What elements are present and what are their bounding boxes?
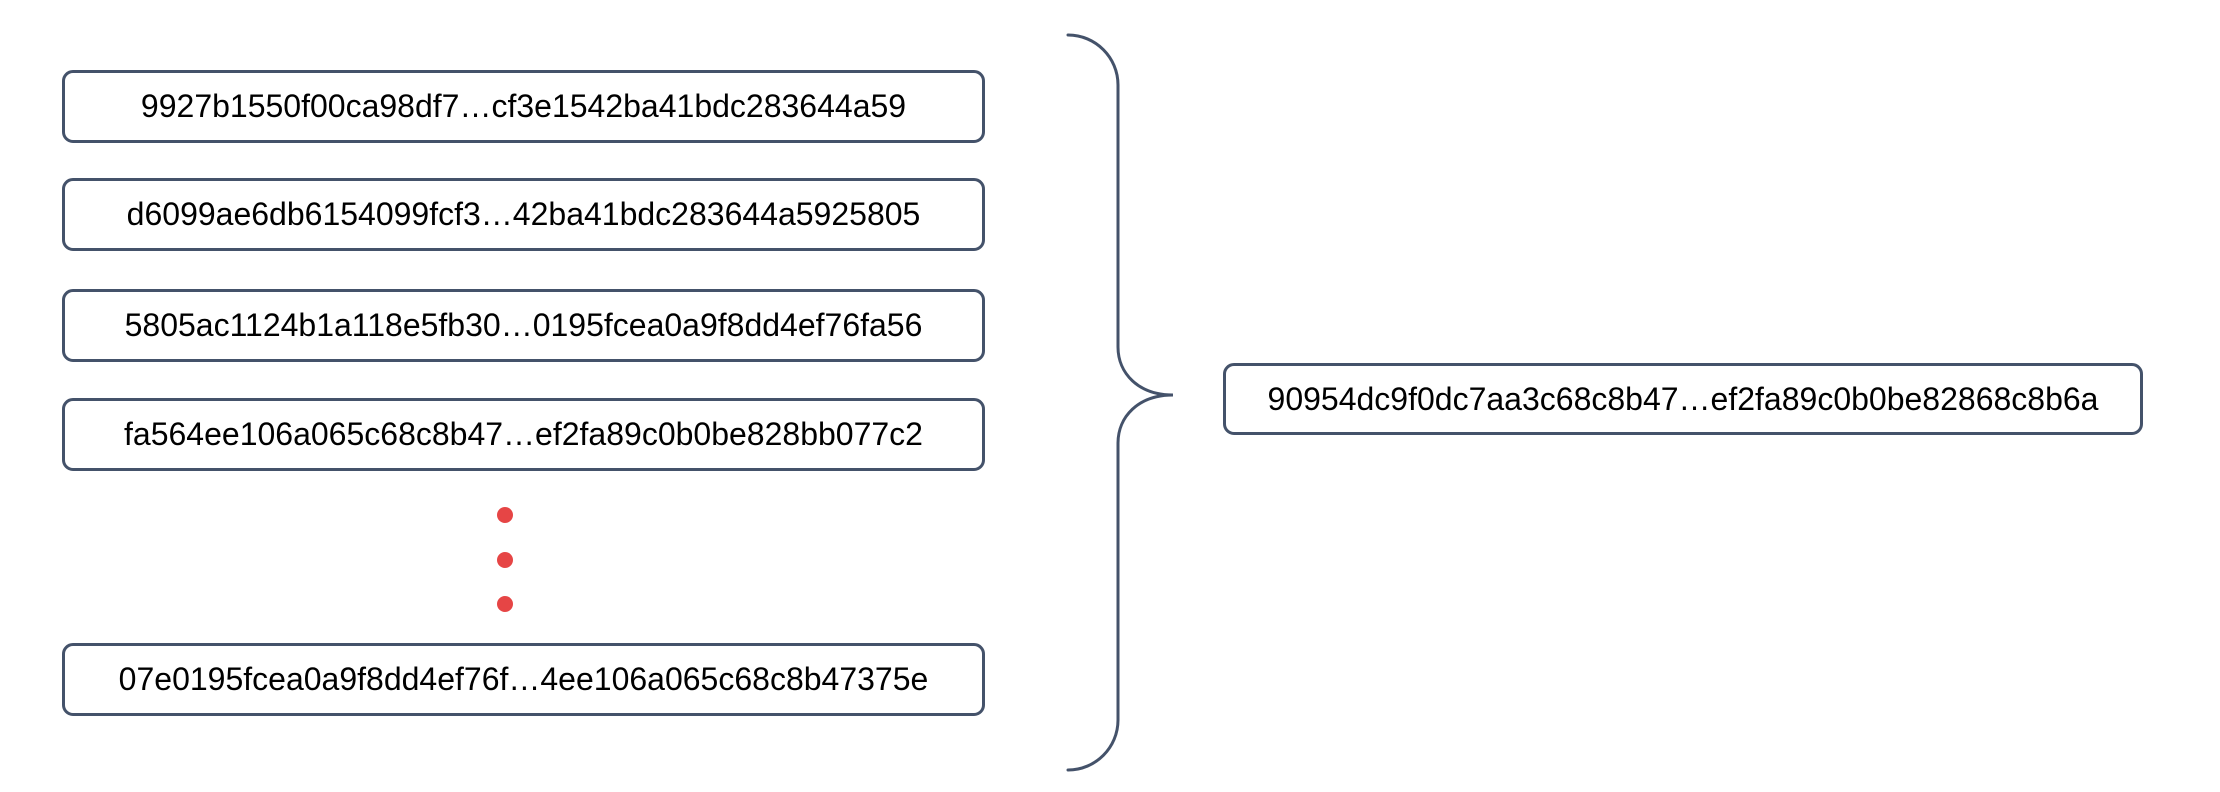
ellipsis-dot-icon (497, 596, 513, 612)
result-hash-label: 90954dc9f0dc7aa3c68c8b47…ef2fa89c0b0be82… (1267, 380, 2099, 417)
curly-brace-icon (1066, 33, 1174, 772)
result-hash-node: 90954dc9f0dc7aa3c68c8b47…ef2fa89c0b0be82… (1223, 363, 2143, 435)
hash-node-1-label: 9927b1550f00ca98df7…cf3e1542ba41bdc28364… (140, 88, 907, 124)
hash-node-3: 5805ac1124b1a118e5fb30…0195fcea0a9f8dd4e… (62, 289, 985, 362)
hash-node-3-label: 5805ac1124b1a118e5fb30…0195fcea0a9f8dd4e… (124, 307, 923, 343)
hash-node-5-label: 07e0195fcea0a9f8dd4ef76f…4ee106a065c68c8… (118, 661, 929, 697)
hash-node-4: fa564ee106a065c68c8b47…ef2fa89c0b0be828b… (62, 398, 985, 471)
ellipsis-dot-icon (497, 507, 513, 523)
hash-node-2-label: d6099ae6db6154099fcf3…42ba41bdc283644a59… (126, 196, 921, 232)
hash-node-4-label: fa564ee106a065c68c8b47…ef2fa89c0b0be828b… (124, 416, 923, 452)
hash-node-1: 9927b1550f00ca98df7…cf3e1542ba41bdc28364… (62, 70, 985, 143)
hash-node-5: 07e0195fcea0a9f8dd4ef76f…4ee106a065c68c8… (62, 643, 985, 716)
hash-node-2: d6099ae6db6154099fcf3…42ba41bdc283644a59… (62, 178, 985, 251)
ellipsis-dot-icon (497, 552, 513, 568)
